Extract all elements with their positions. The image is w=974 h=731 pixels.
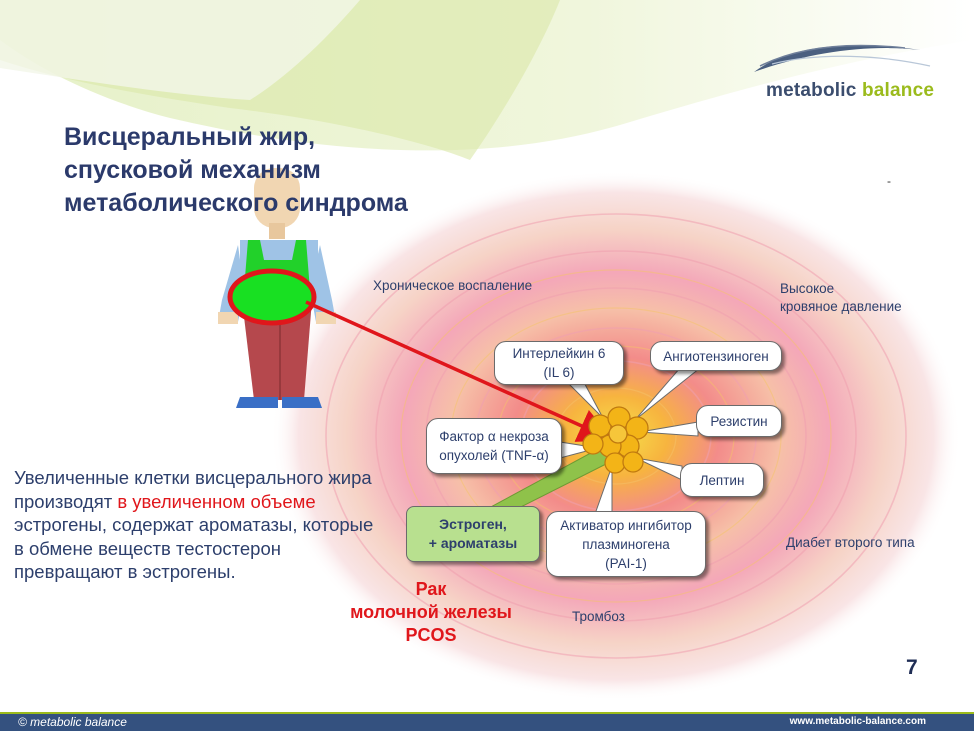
description-part-2: эстрогены, содержат ароматазы, которые в…: [14, 514, 374, 582]
top-band-pale: [0, 0, 360, 100]
bubble-il6-line-1: Интерлейкин 6: [512, 346, 606, 361]
bubble-tnf-alpha: Фактор α некроза опухолей (TNF-α): [426, 418, 562, 474]
footer-bar: © metabolic balance www.metabolic-balanc…: [0, 712, 974, 731]
cancer-line-3: PCOS: [405, 625, 457, 645]
label-chronic-inflammation: Хроническое воспаление: [373, 278, 533, 293]
visceral-fat-ellipse: [227, 268, 317, 326]
bubble-angiotensinogen: Ангиотензиноген: [650, 341, 782, 371]
estrogen-box: Эстроген, + ароматазы: [406, 506, 540, 562]
bubble-resistin-text: Резистин: [710, 413, 768, 429]
bubble-pai-line-3: (PAI-1): [605, 555, 647, 571]
fat-cell-cluster: [582, 406, 649, 474]
label-high-blood-pressure: Высокое кровяное давление: [780, 280, 902, 316]
stray-dash: -: [887, 174, 891, 188]
description-part-1: Увеличенные клетки висцерального жира пр…: [14, 467, 372, 512]
title-line-2: спусковой механизм: [64, 156, 321, 184]
cancer-line-2: молочной железы: [350, 602, 512, 622]
label-high-bp-line-1: Высокое: [780, 281, 835, 296]
label-diabetes: Диабет второго типа: [786, 535, 915, 550]
bubble-interleukin-6: Интерлейкин 6 (IL 6): [494, 341, 624, 385]
page-number: 7: [906, 656, 918, 679]
bubble-pai-line-2: плазминогена: [582, 536, 670, 552]
label-high-bp-line-2: кровяное давление: [780, 299, 902, 314]
bubble-tnf-line-2: опухолей (TNF-α): [439, 448, 549, 463]
bubble-leptin-text: Лептин: [699, 472, 745, 488]
logo-brand-accent: balance: [861, 80, 935, 101]
logo-text: metabolic balance: [766, 80, 934, 102]
description-text: Увеличенные клетки висцерального жира пр…: [14, 466, 386, 584]
description-highlight: в увеличенном объеме: [117, 490, 316, 512]
bubble-resistin: Резистин: [696, 405, 782, 437]
bubble-pai-line-1: Активатор ингибитор: [560, 517, 692, 533]
person-figure: [218, 168, 336, 408]
bubble-il6-line-2: (IL 6): [543, 365, 575, 380]
bubble-leptin: Лептин: [680, 463, 764, 497]
red-arrow: [305, 300, 614, 442]
cancer-line-1: Рак: [415, 579, 447, 599]
title-line-3: метаболического синдрома: [64, 189, 408, 217]
label-thrombosis: Тромбоз: [572, 609, 625, 624]
slide-title: Висцеральный жир, спусковой механизм мет…: [64, 121, 484, 220]
logo-brand-main: metabolic: [766, 80, 862, 101]
bubble-tnf-line-1: Фактор α некроза: [439, 429, 549, 444]
estrogen-line-2: + ароматазы: [428, 535, 518, 551]
estrogen-line-1: Эстроген,: [439, 516, 507, 532]
logo-swoosh-icon: [754, 44, 931, 72]
bubble-angiotensinogen-text: Ангиотензиноген: [663, 348, 769, 364]
bubble-pai-1: Активатор ингибитор плазминогена (PAI-1): [546, 511, 706, 577]
footer-website-link[interactable]: www.metabolic-balance.com: [789, 716, 926, 727]
title-line-1: Висцеральный жир,: [64, 123, 316, 151]
footer-copyright: © metabolic balance: [18, 715, 127, 729]
cancer-label: Рак молочной железы PCOS: [326, 578, 536, 647]
